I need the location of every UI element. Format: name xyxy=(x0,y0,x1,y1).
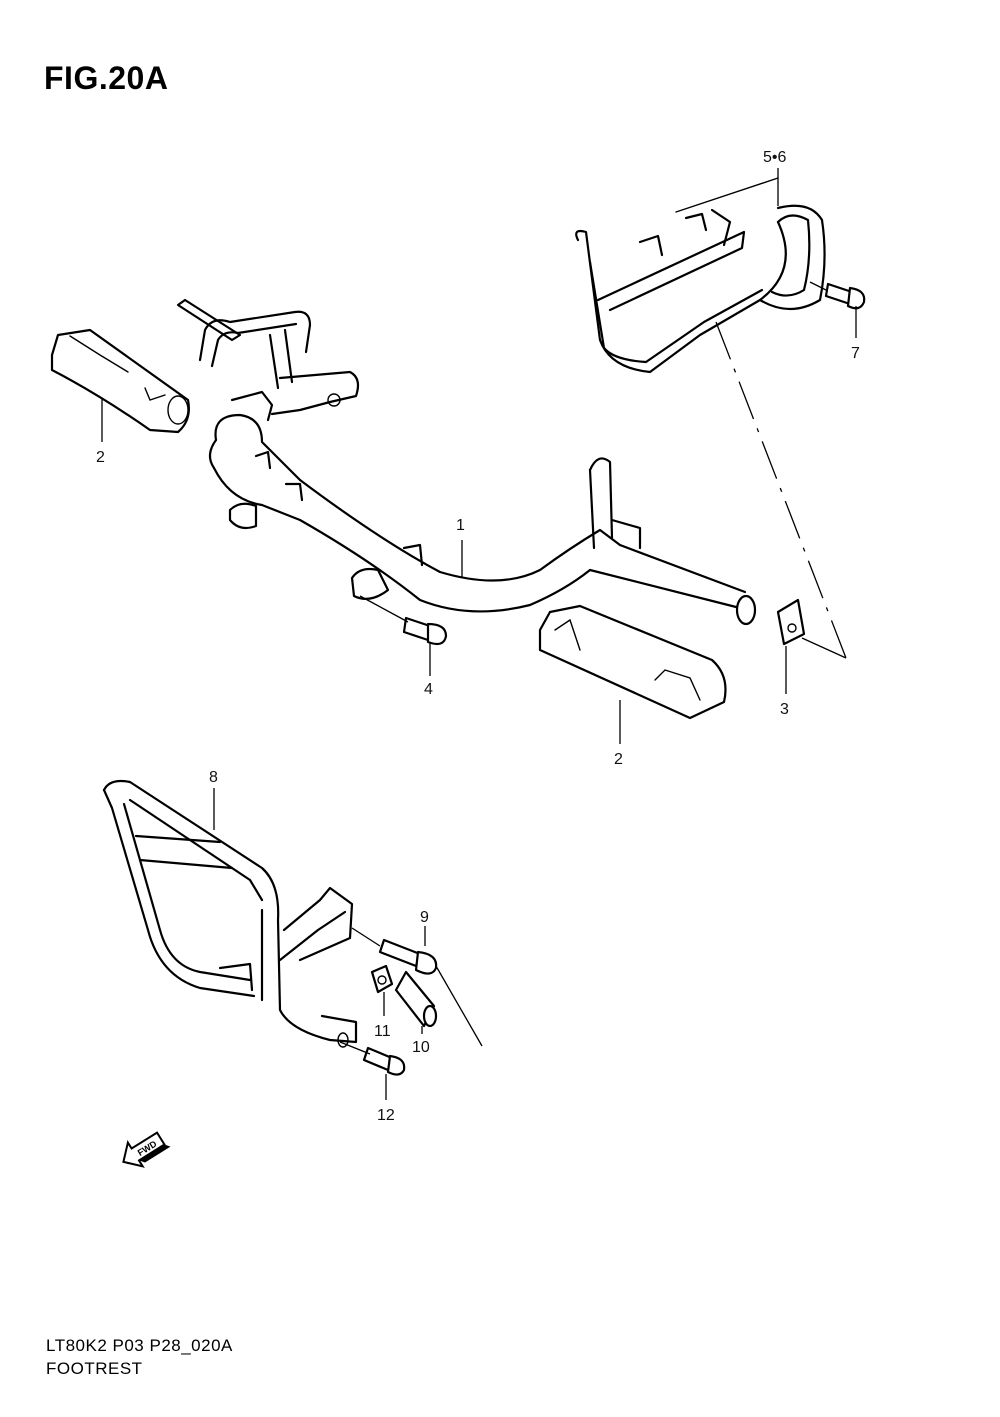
callout-3: 3 xyxy=(780,701,789,718)
part-4-bolt xyxy=(402,616,448,646)
callout-5-6: 5•6 xyxy=(763,149,787,166)
part-10-collar xyxy=(394,970,438,1028)
part-5-6-nerf-bar xyxy=(575,177,826,374)
leader-lines xyxy=(101,168,857,1100)
part-12-bolt xyxy=(362,1046,406,1076)
diagram-code: LT80K2 P03 P28_020A xyxy=(46,1336,233,1355)
callout-1: 1 xyxy=(456,517,465,534)
callout-8: 8 xyxy=(209,769,218,786)
callout-10: 10 xyxy=(412,1039,430,1056)
section-name: FOOTREST xyxy=(46,1359,143,1378)
part-7-bolt xyxy=(824,282,866,310)
callout-2-left: 2 xyxy=(96,449,105,466)
part-3-plate xyxy=(776,598,806,646)
callout-12: 12 xyxy=(377,1107,395,1124)
callout-labels: 1 2 2 3 4 5•6 7 8 9 10 11 12 xyxy=(96,149,860,1124)
callout-2-right: 2 xyxy=(614,751,623,768)
part-8-guard xyxy=(102,779,358,1048)
part-9-bolt xyxy=(378,938,438,975)
part-11-nut xyxy=(370,964,394,994)
part-2-footrest-rubber-right xyxy=(538,604,727,720)
fwd-arrow-icon: FWD xyxy=(122,1131,171,1168)
callout-11: 11 xyxy=(374,1023,391,1040)
callout-9: 9 xyxy=(420,909,429,926)
callout-7: 7 xyxy=(851,345,860,362)
figure-title: FIG.20A xyxy=(44,60,169,96)
callout-4: 4 xyxy=(424,681,433,698)
part-2-footrest-rubber-left xyxy=(50,328,190,434)
part-1-footrest-bar xyxy=(176,298,757,626)
